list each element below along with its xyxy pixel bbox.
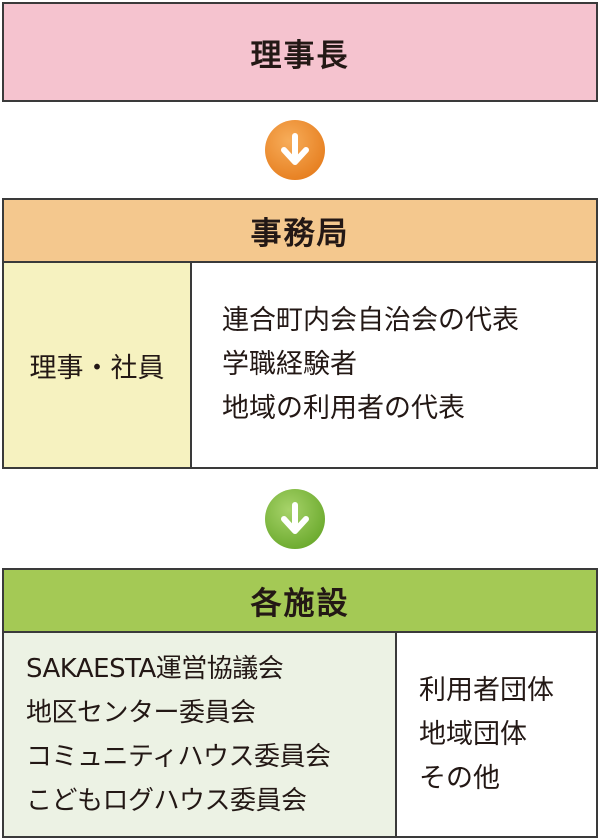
office-board-label: 理事・社員 [29,352,165,384]
facilities-title: 各施設 [250,586,350,622]
facilities-header: 各施設 [2,568,598,633]
facilities-committees-box: SAKAESTA運営協議会 地区センター委員会 コミュニティハウス委員会 こども… [2,631,397,838]
chairman-label: 理事長 [250,37,350,74]
chairman-box: 理事長 [2,2,598,102]
committee-item: コミュニティハウス委員会 [26,741,331,772]
office-member-item: 学職経験者 [222,349,357,380]
arrow-down-circle-icon [265,489,325,549]
committee-item: 地区センター委員会 [26,697,256,728]
office-member-item: 連合町内会自治会の代表 [222,305,519,336]
office-board-box: 理事・社員 [2,261,192,469]
committee-item: こどもログハウス委員会 [26,785,307,816]
group-item: その他 [419,762,500,794]
arrow-down-circle-icon [265,120,325,180]
group-item: 利用者団体 [419,674,554,706]
group-item: 地域団体 [419,718,527,750]
office-title: 事務局 [250,216,350,252]
office-members-box: 連合町内会自治会の代表 学職経験者 地域の利用者の代表 [190,261,598,469]
office-member-item: 地域の利用者の代表 [222,393,465,424]
office-header: 事務局 [2,198,598,263]
facilities-groups-box: 利用者団体 地域団体 その他 [395,631,598,838]
committee-item: SAKAESTA運営協議会 [26,653,284,684]
